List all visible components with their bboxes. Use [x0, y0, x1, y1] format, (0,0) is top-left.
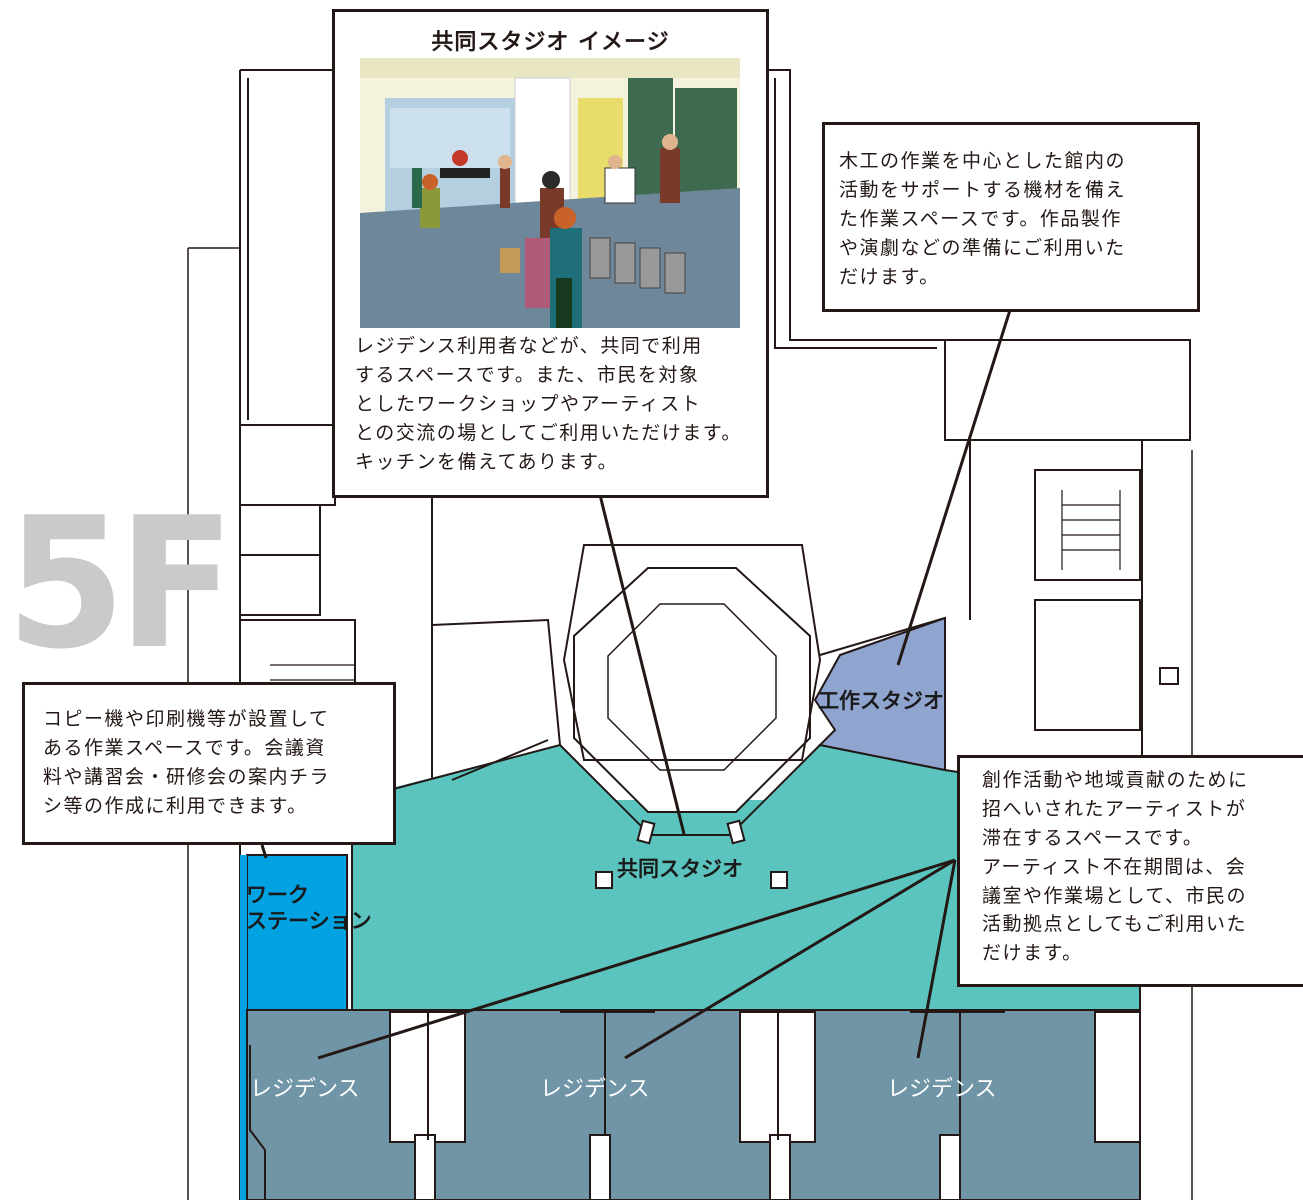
callout-text-line: た作業スペースです。作品製作 [839, 207, 1122, 230]
callout-description: コピー機や印刷機等が設置して ある作業スペースです。会議資 料や講習会・研修会の… [43, 705, 330, 821]
workshop-studio-label: 工作スタジオ [818, 689, 944, 713]
residence-label-2: レジデンス [540, 1077, 650, 1102]
callout-text-line: シ等の作成に利用できます。 [43, 794, 308, 817]
callout-title: 共同スタジオ イメージ [431, 30, 670, 55]
callout-text-line: 活動拠点としてもご利用いた [982, 913, 1247, 936]
callout-text-line: 滞在するスペースです。 [982, 826, 1204, 849]
workstation-label-line-1: ワーク [246, 883, 309, 907]
leader-line-workstation [260, 844, 268, 859]
callout-shared-studio-image: 共同スタジオ イメージ [332, 9, 769, 498]
residence-label-1: レジデンス [250, 1077, 360, 1102]
callout-text-line: や演劇などの準備にご利用いた [839, 236, 1126, 259]
callout-description: 木工の作業を中心とした館内の 活動をサポートする機材を備え た作業スペースです。… [839, 147, 1126, 291]
workstation-label-line-2: ステーション [246, 909, 372, 934]
callout-text-line: 議室や作業場として、市民の [982, 884, 1247, 907]
callout-text-line: キッチンを備えてあります。 [355, 450, 619, 473]
callout-text-line: アーティスト不在期間は、会 [982, 855, 1247, 878]
leader-line-residence-3 [916, 859, 957, 1059]
callout-text-line: との交流の場としてご利用いただけます。 [355, 421, 742, 444]
callout-text-line: としたワークショップやアーティスト [355, 392, 702, 415]
callout-text-line: 木工の作業を中心とした館内の [839, 150, 1127, 172]
studio-illustration [360, 58, 740, 328]
callout-text-line: ある作業スペースです。会議資 [43, 736, 326, 759]
leader-line-residence-1 [317, 858, 956, 1060]
callout-text-line: レジデンス利用者などが、共同で利用 [355, 335, 703, 357]
callout-text-line: 活動をサポートする機材を備え [839, 178, 1127, 201]
callout-workstation: コピー機や印刷機等が設置して ある作業スペースです。会議資 料や講習会・研修会の… [22, 682, 396, 845]
leader-line-studio [598, 494, 686, 835]
callout-residence: 創作活動や地域貢献のために 招へいされたアーティストが 滞在するスペースです。 … [957, 755, 1303, 987]
leader-line-workshop [896, 309, 1012, 666]
floor-label: 5F [6, 477, 235, 689]
residence-label-3: レジデンス [887, 1077, 997, 1102]
callout-text-line: コピー機や印刷機等が設置して [43, 708, 330, 730]
callout-text-line: だけます。 [839, 265, 940, 288]
callout-text-line: するスペースです。また、市民を対象 [355, 363, 700, 386]
shared-studio-label: 共同スタジオ [617, 857, 743, 881]
workstation-label: ワーク ステーション [246, 882, 372, 935]
callout-workshop-studio: 木工の作業を中心とした館内の 活動をサポートする機材を備え た作業スペースです。… [822, 122, 1200, 312]
callout-description: レジデンス利用者などが、共同で利用 するスペースです。また、市民を対象 としたワ… [355, 332, 742, 476]
callout-text-line: 創作活動や地域貢献のために [982, 769, 1249, 791]
callout-text-line: 料や講習会・研修会の案内チラ [43, 765, 331, 788]
callout-text-line: だけます。 [982, 942, 1083, 965]
callout-text-line: 招へいされたアーティストが [982, 797, 1247, 820]
callout-description: 創作活動や地域貢献のために 招へいされたアーティストが 滞在するスペースです。 … [982, 766, 1249, 968]
leader-line-residence-2 [624, 858, 956, 1060]
